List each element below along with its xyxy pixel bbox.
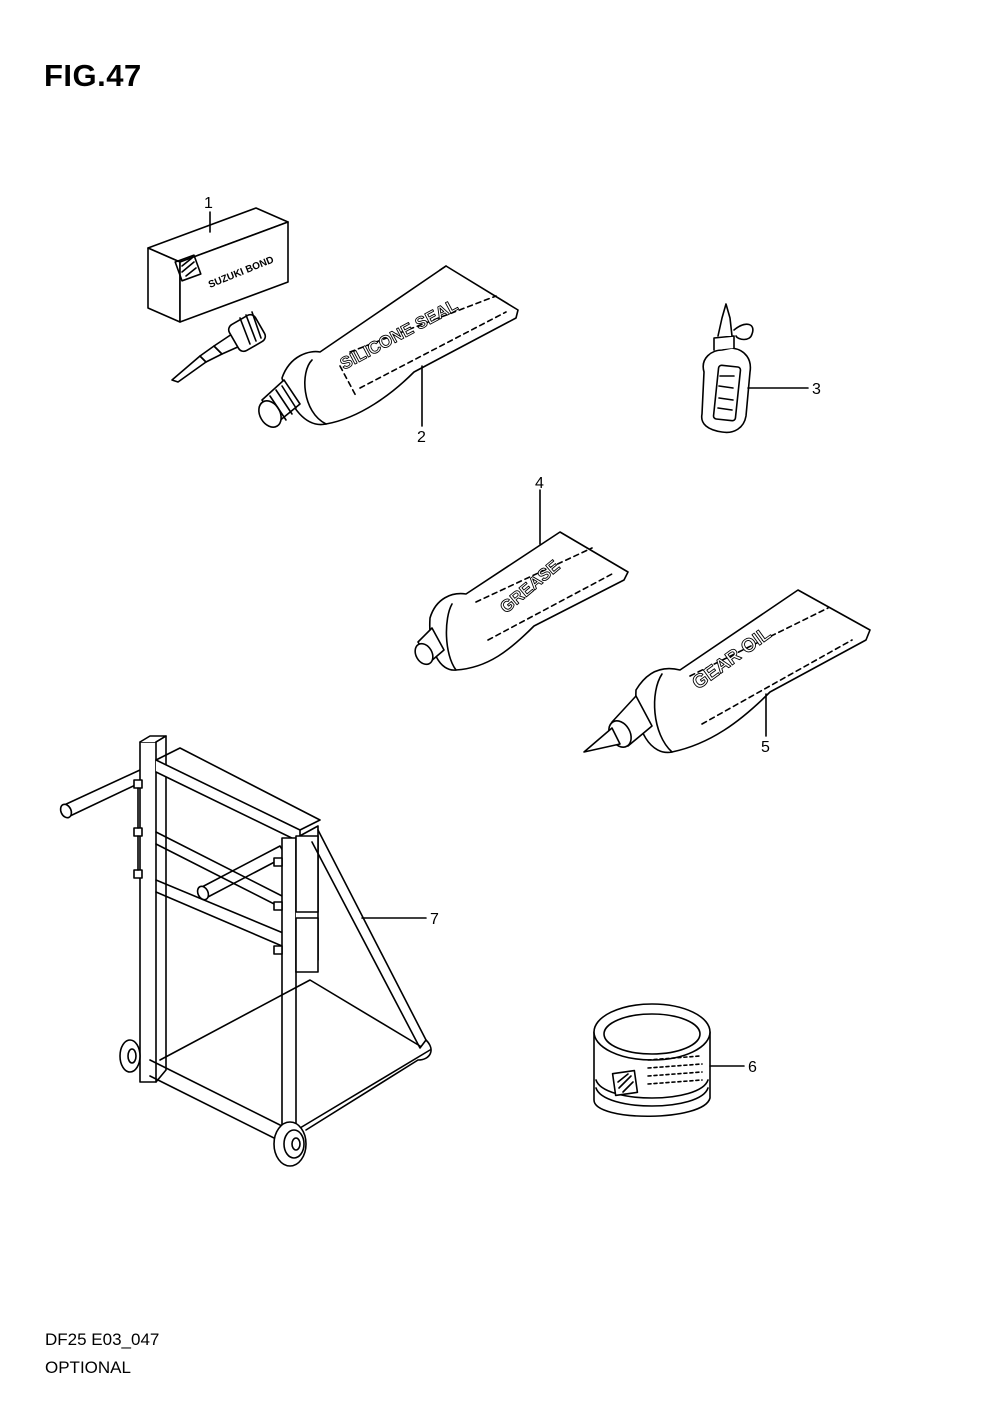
sealant-box-icon: SUZUKI BOND [147, 207, 289, 383]
part-1-sealant-box[interactable]: SUZUKI BOND 1 [147, 195, 289, 383]
part-2-silicone-seal-tube[interactable]: SILICONE SEAL 2 [254, 265, 519, 446]
callout-5: 5 [761, 739, 770, 756]
callout-4: 4 [535, 475, 544, 492]
part-5-gear-oil-tube[interactable]: GEAR OIL 5 [583, 589, 871, 756]
engine-stand-icon [59, 735, 432, 1167]
grease-can-icon [593, 1003, 711, 1118]
callout-6: 6 [748, 1059, 757, 1076]
figure-name: OPTIONAL [45, 1358, 131, 1377]
gear-oil-tube-icon: GEAR OIL [583, 589, 871, 754]
figure-title: FIG.47 [44, 58, 142, 93]
grease-tube-icon: GREASE [414, 531, 629, 671]
callout-7: 7 [430, 911, 439, 928]
oil-bottle-icon [700, 303, 754, 434]
callout-3: 3 [812, 381, 821, 398]
callout-2: 2 [417, 429, 426, 446]
part-4-grease-tube[interactable]: GREASE 4 [412, 475, 629, 671]
part-6-grease-can[interactable]: 6 [593, 1003, 757, 1118]
part-7-engine-stand[interactable]: 7 [59, 735, 439, 1167]
callout-1: 1 [204, 195, 213, 212]
part-3-oil-bottle[interactable]: 3 [700, 303, 821, 434]
sealant-tube-icon: SILICONE SEAL [258, 265, 519, 428]
figure-code: DF25 E03_047 [45, 1330, 160, 1349]
